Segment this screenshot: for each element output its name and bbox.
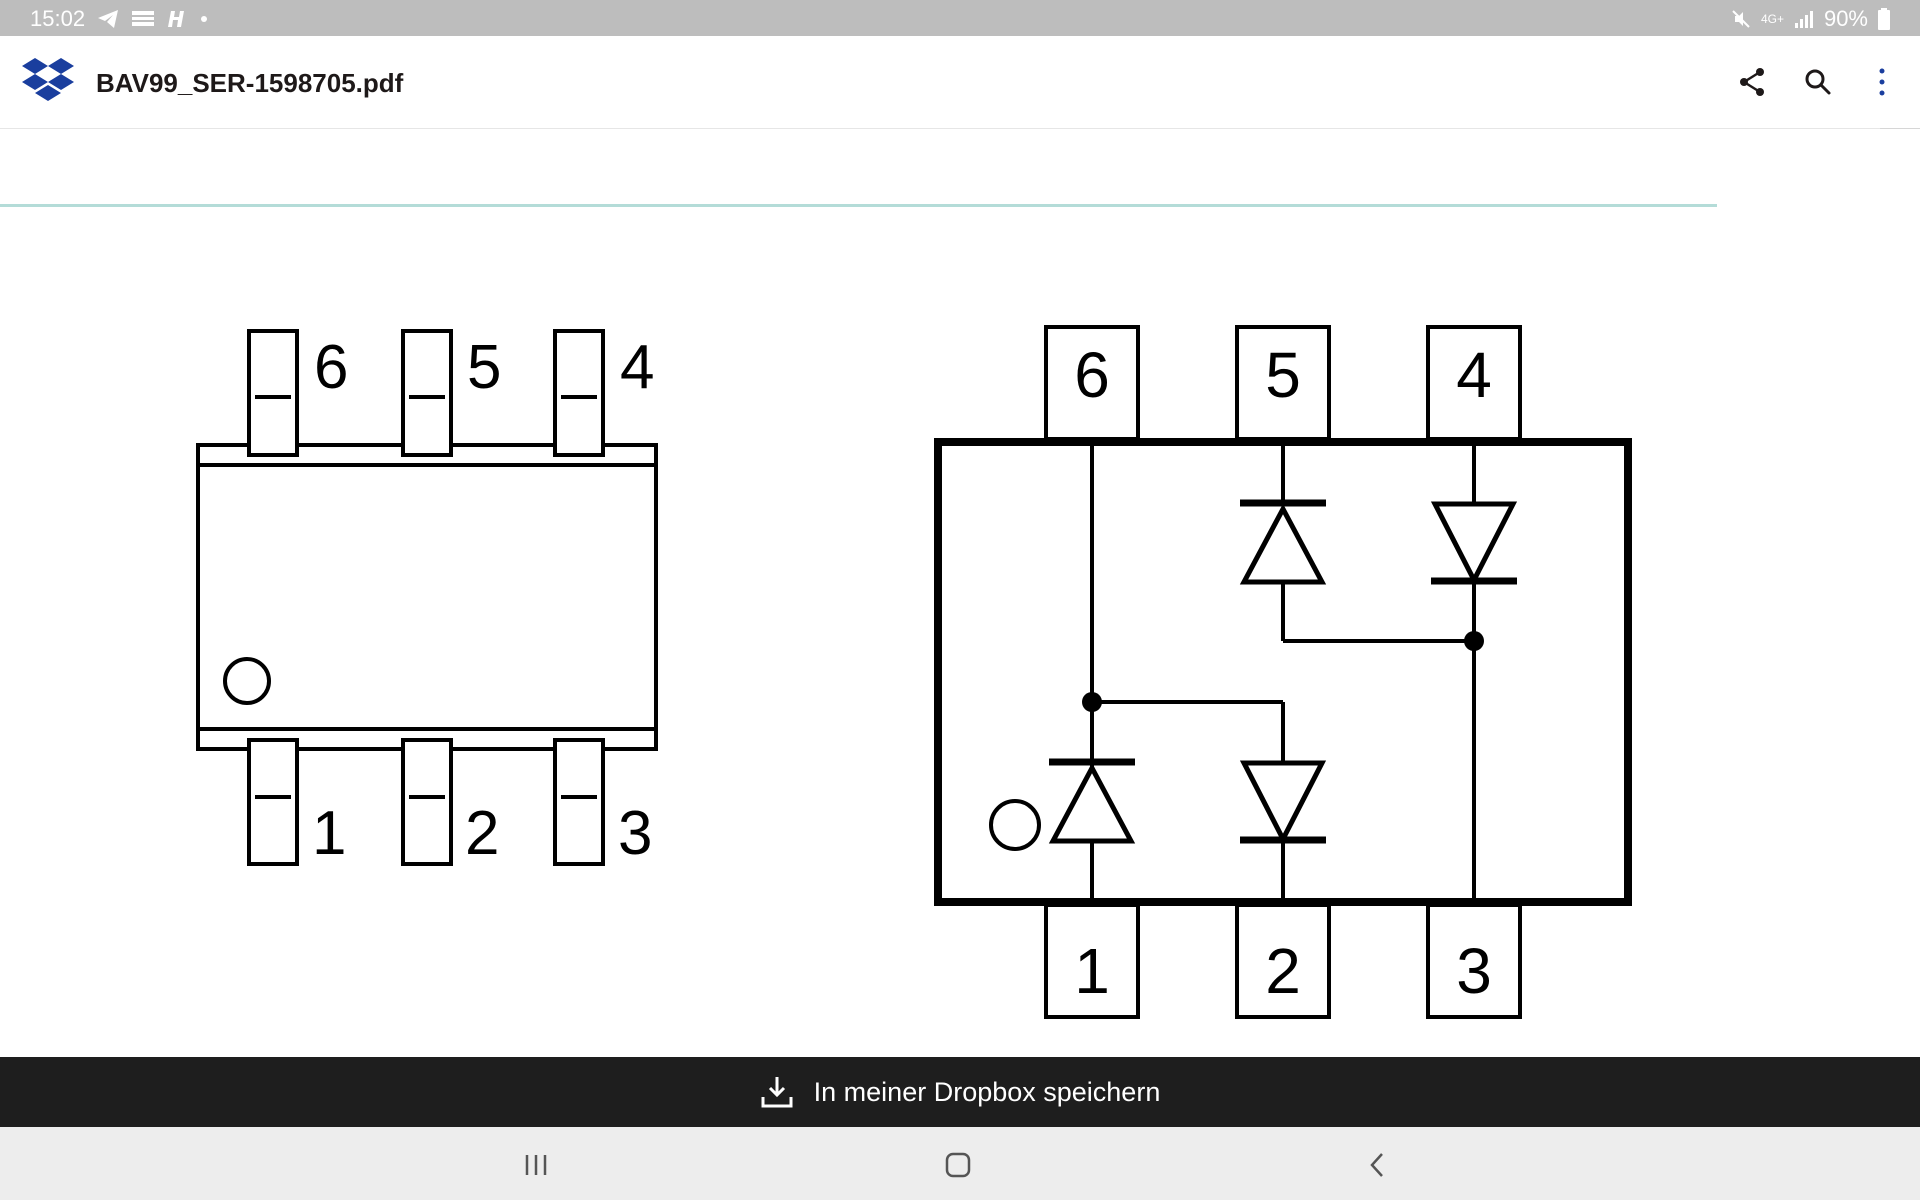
recents-button[interactable] xyxy=(514,1143,558,1187)
save-to-dropbox-label: In meiner Dropbox speichern xyxy=(813,1076,1161,1107)
more-options-button[interactable] xyxy=(1862,62,1902,102)
junction-dot xyxy=(1464,631,1484,651)
package-label-2: 2 xyxy=(465,799,499,868)
battery-icon xyxy=(1878,8,1890,30)
schematic-pin-labels: 6 5 4 1 2 3 xyxy=(1074,339,1492,1007)
package-top-pin-4 xyxy=(553,329,605,457)
junction-dot xyxy=(1082,692,1102,712)
telegram-icon xyxy=(98,10,119,28)
battery-percent: 90% xyxy=(1823,6,1868,31)
schematic-wires xyxy=(1090,446,1476,898)
status-right: 4G+ 90% xyxy=(1731,6,1890,32)
schematic-label-4: 4 xyxy=(1456,339,1492,411)
schematic-label-6: 6 xyxy=(1074,339,1110,411)
search-button[interactable] xyxy=(1798,62,1838,102)
schematic-diagram xyxy=(934,325,1632,1019)
recents-icon xyxy=(525,1155,547,1175)
package-diagram xyxy=(196,329,658,866)
package-bottom-pin-3 xyxy=(553,738,605,866)
mute-icon xyxy=(1732,10,1750,28)
download-icon xyxy=(761,1077,793,1108)
dot-icon xyxy=(201,16,208,22)
share-button[interactable] xyxy=(1732,62,1772,102)
h-app-icon xyxy=(168,11,185,27)
network-type-icon: 4G+ xyxy=(1760,12,1784,26)
schematic-label-5: 5 xyxy=(1265,339,1301,411)
back-icon xyxy=(1370,1153,1383,1177)
status-left: 15:02 xyxy=(30,6,209,32)
document-title: BAV99_SER-1598705.pdf xyxy=(96,68,404,98)
schematic-label-3: 3 xyxy=(1456,935,1492,1007)
home-icon xyxy=(945,1152,971,1178)
diode-d2 xyxy=(1430,501,1518,586)
back-button[interactable] xyxy=(1356,1143,1400,1187)
package-pin-labels: 6 5 4 1 2 3 xyxy=(312,333,654,868)
system-nav-bar xyxy=(0,1127,1920,1200)
package-bottom-pin-2 xyxy=(401,738,453,866)
status-bar: 15:02 4G+ 90% xyxy=(0,0,1920,36)
package-label-1: 1 xyxy=(312,799,346,868)
package-label-4: 4 xyxy=(620,333,654,402)
bank-icon xyxy=(132,11,155,26)
more-vertical-icon xyxy=(1879,68,1885,96)
schematic-orientation-mark xyxy=(989,799,1041,851)
schematic-label-1: 1 xyxy=(1074,935,1110,1007)
package-top-pin-5 xyxy=(401,329,453,457)
search-icon xyxy=(1805,69,1831,95)
document-rule xyxy=(0,204,1717,207)
signal-icon xyxy=(1794,11,1813,28)
package-label-3: 3 xyxy=(618,799,652,868)
package-label-5: 5 xyxy=(467,333,501,402)
home-button[interactable] xyxy=(936,1143,980,1187)
save-to-dropbox-button[interactable]: In meiner Dropbox speichern xyxy=(0,1057,1920,1127)
diode-d1 xyxy=(1239,499,1327,585)
dropbox-icon xyxy=(22,58,74,101)
package-top-pin-6 xyxy=(247,329,299,457)
package-label-6: 6 xyxy=(314,333,348,402)
pdf-page[interactable]: 6 5 4 1 2 3 xyxy=(0,129,1920,1057)
diode-d3 xyxy=(1048,758,1136,844)
share-icon xyxy=(1740,68,1764,96)
package-bottom-pin-1 xyxy=(247,738,299,866)
schematic-label-2: 2 xyxy=(1265,935,1301,1007)
diode-d4 xyxy=(1239,760,1327,845)
diagram-figure: 6 5 4 1 2 3 xyxy=(196,325,1632,1019)
app-bar: BAV99_SER-1598705.pdf xyxy=(0,36,1920,129)
status-time: 15:02 xyxy=(30,6,86,31)
